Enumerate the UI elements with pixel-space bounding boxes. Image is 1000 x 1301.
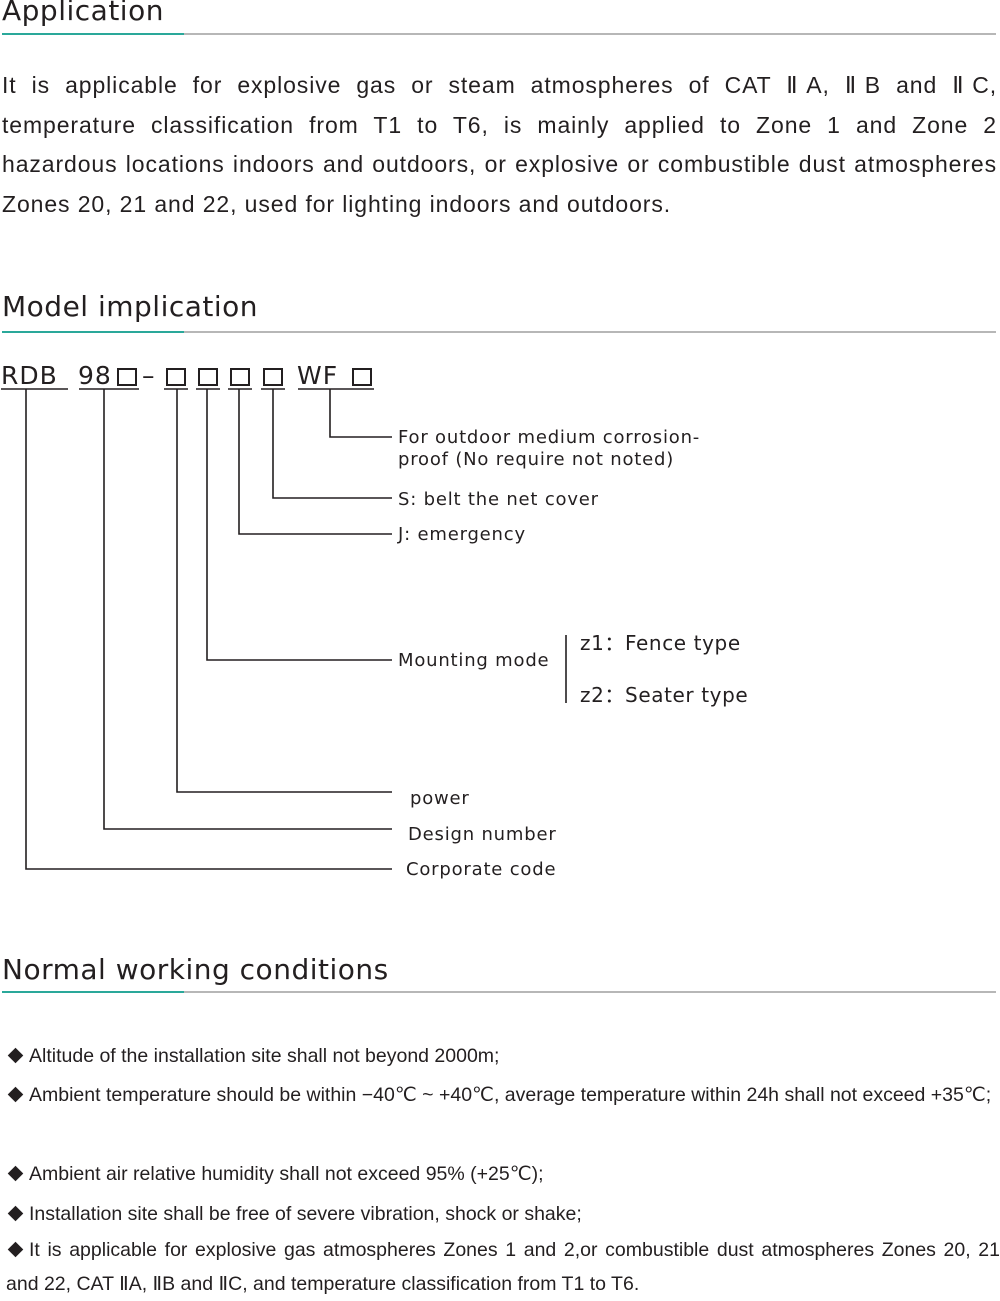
design-number-text: 98 — [78, 361, 112, 390]
list-item: It is applicable for explosive gas atmos… — [6, 1233, 1000, 1301]
power-label: power — [410, 788, 470, 809]
emergency-box — [230, 368, 250, 386]
corporate-code-text: RDB — [1, 361, 58, 390]
net-cover-box — [263, 368, 283, 386]
diamond-bullet-icon — [7, 1087, 24, 1103]
list-item-text: Ambient temperature should be within −40… — [29, 1084, 992, 1106]
outdoor-label-line2: proof (No require not noted) — [398, 449, 675, 470]
design-variant-box — [117, 368, 137, 386]
list-item-text: Ambient air relative humidity shall not … — [29, 1163, 544, 1185]
diamond-bullet-icon — [7, 1048, 24, 1064]
list-item-text: Altitude of the installation site shall … — [29, 1045, 500, 1067]
design-number-label: Design number — [408, 824, 557, 845]
list-item-text: Installation site shall be free of sever… — [29, 1203, 582, 1225]
emergency-label: J: emergency — [398, 524, 526, 545]
outdoor-label-line1: For outdoor medium corrosion- — [398, 427, 701, 448]
list-item: Ambient temperature should be within −40… — [6, 1076, 1000, 1115]
corporate-code-label: Corporate code — [406, 859, 557, 880]
application-rule-accent — [2, 33, 184, 35]
model-code-diagram: RDB 98 – WF For outdoor medium corrosion… — [0, 355, 1000, 895]
mounting-option-z2: z2：Seater type — [580, 683, 749, 707]
model-implication-rule-accent — [2, 331, 184, 333]
model-implication-heading: Model implication — [2, 290, 259, 323]
diamond-bullet-icon — [7, 1166, 24, 1182]
power-box — [166, 368, 186, 386]
application-heading: Application — [2, 0, 164, 27]
diamond-bullet-icon — [7, 1242, 24, 1258]
mounting-option-z1: z1：Fence type — [580, 631, 741, 655]
mounting-mode-label: Mounting mode — [398, 650, 550, 671]
list-item: Installation site shall be free of sever… — [6, 1195, 1000, 1234]
working-conditions-rule-accent — [2, 991, 184, 993]
model-implication-rule — [2, 331, 996, 333]
list-item: Ambient air relative humidity shall not … — [6, 1155, 1000, 1194]
application-paragraph: It is applicable for explosive gas or st… — [2, 72, 997, 217]
outdoor-box — [352, 368, 372, 386]
model-code-connector-lines — [1, 388, 567, 870]
mounting-mode-box — [198, 368, 218, 386]
code-dash: – — [142, 361, 156, 390]
net-cover-label: S: belt the net cover — [398, 489, 599, 510]
list-item: Altitude of the installation site shall … — [6, 1037, 1000, 1076]
working-conditions-rule — [2, 991, 996, 993]
list-item-text: It is applicable for explosive gas atmos… — [6, 1239, 1000, 1295]
outdoor-code-text: WF — [297, 361, 339, 390]
application-rule — [2, 33, 996, 35]
diamond-bullet-icon — [7, 1206, 24, 1222]
working-conditions-heading: Normal working conditions — [2, 953, 389, 986]
